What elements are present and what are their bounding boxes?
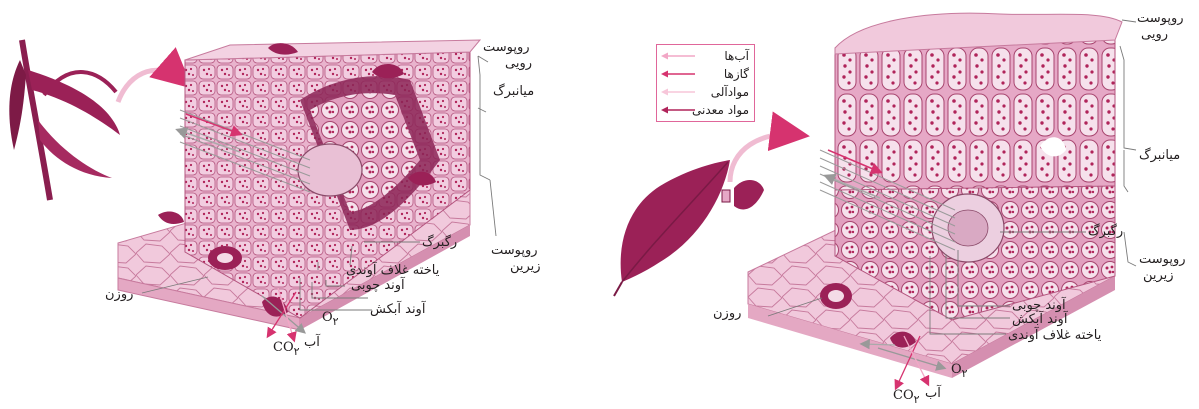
- right-co2-symbol: CO: [893, 388, 914, 403]
- legend-arrow-water: [661, 51, 697, 61]
- left-o2-label: O۲: [322, 310, 339, 325]
- right-mesophyll-label: میانبرگ: [1139, 148, 1180, 163]
- right-co2-subscript: ۲: [914, 393, 920, 406]
- legend-label-minerals: مواد معدنی: [692, 102, 749, 118]
- left-mesophyll-label: میانبرگ: [493, 84, 534, 99]
- legend-item-water: آب‌ها: [661, 48, 751, 64]
- right-xylem-label: آوند چوبی: [1012, 298, 1066, 313]
- right-zoom-arrow: [730, 134, 800, 182]
- left-phloem-label: آوند آبکش: [370, 302, 425, 317]
- right-lower-epidermis-label-2: زیرین: [1143, 268, 1174, 283]
- right-o2-subscript: ۲: [962, 367, 968, 380]
- legend-arrow-gases: [661, 69, 697, 79]
- right-o2-symbol: O: [951, 362, 962, 377]
- right-bundle-sheath-label: یاخته غلاف آوندی: [1008, 328, 1101, 343]
- legend-arrow-organic: [661, 87, 697, 97]
- right-o2-label: O۲: [951, 362, 968, 377]
- left-co2-subscript: ۲: [294, 345, 300, 358]
- transport-legend: آب‌ها گازها موادآلی مواد معدنی: [656, 44, 755, 122]
- legend-item-minerals: مواد معدنی: [661, 102, 751, 118]
- left-leaf-block: [118, 40, 480, 340]
- legend-label-water: آب‌ها: [724, 48, 749, 64]
- right-leaf-illustration: [614, 160, 764, 296]
- left-stoma-label: روزن: [105, 287, 133, 302]
- left-xylem-label: آوند چوبی: [351, 278, 405, 293]
- left-leaf-sprig: [9, 40, 120, 200]
- right-co2-label: CO۲: [893, 388, 920, 403]
- legend-item-gases: گازها: [661, 66, 751, 82]
- left-co2-label: CO۲: [273, 340, 300, 355]
- left-bundle-sheath-label: یاخته غلاف آوندی: [346, 263, 439, 278]
- legend-label-gases: گازها: [724, 66, 749, 82]
- left-vein-label: رگبرگ: [422, 235, 457, 250]
- right-upper-epidermis-label-1: روپوست: [1137, 11, 1184, 26]
- left-lower-epidermis-label-1: روپوست: [491, 243, 538, 258]
- left-upper-epidermis-label-2: رویی: [505, 56, 532, 71]
- left-o2-subscript: ۲: [333, 315, 339, 328]
- right-upper-epidermis-label-2: رویی: [1141, 27, 1168, 42]
- legend-item-organic: موادآلی: [661, 84, 751, 100]
- left-co2-symbol: CO: [273, 340, 294, 355]
- left-upper-epidermis-label-1: روپوست: [483, 40, 530, 55]
- right-lower-epidermis-label-1: روپوست: [1139, 252, 1186, 267]
- right-vein-label: رگبرگ: [1088, 224, 1123, 239]
- legend-label-organic: موادآلی: [711, 84, 749, 100]
- right-stoma-label: روزن: [713, 306, 741, 321]
- left-o2-symbol: O: [322, 310, 333, 325]
- left-water-label: آب: [304, 335, 320, 350]
- left-lower-epidermis-label-2: زیرین: [510, 259, 541, 274]
- right-water-label: آب: [925, 386, 941, 401]
- left-zoom-arrow: [118, 70, 185, 102]
- right-phloem-label: آوند آبکش: [1012, 312, 1067, 327]
